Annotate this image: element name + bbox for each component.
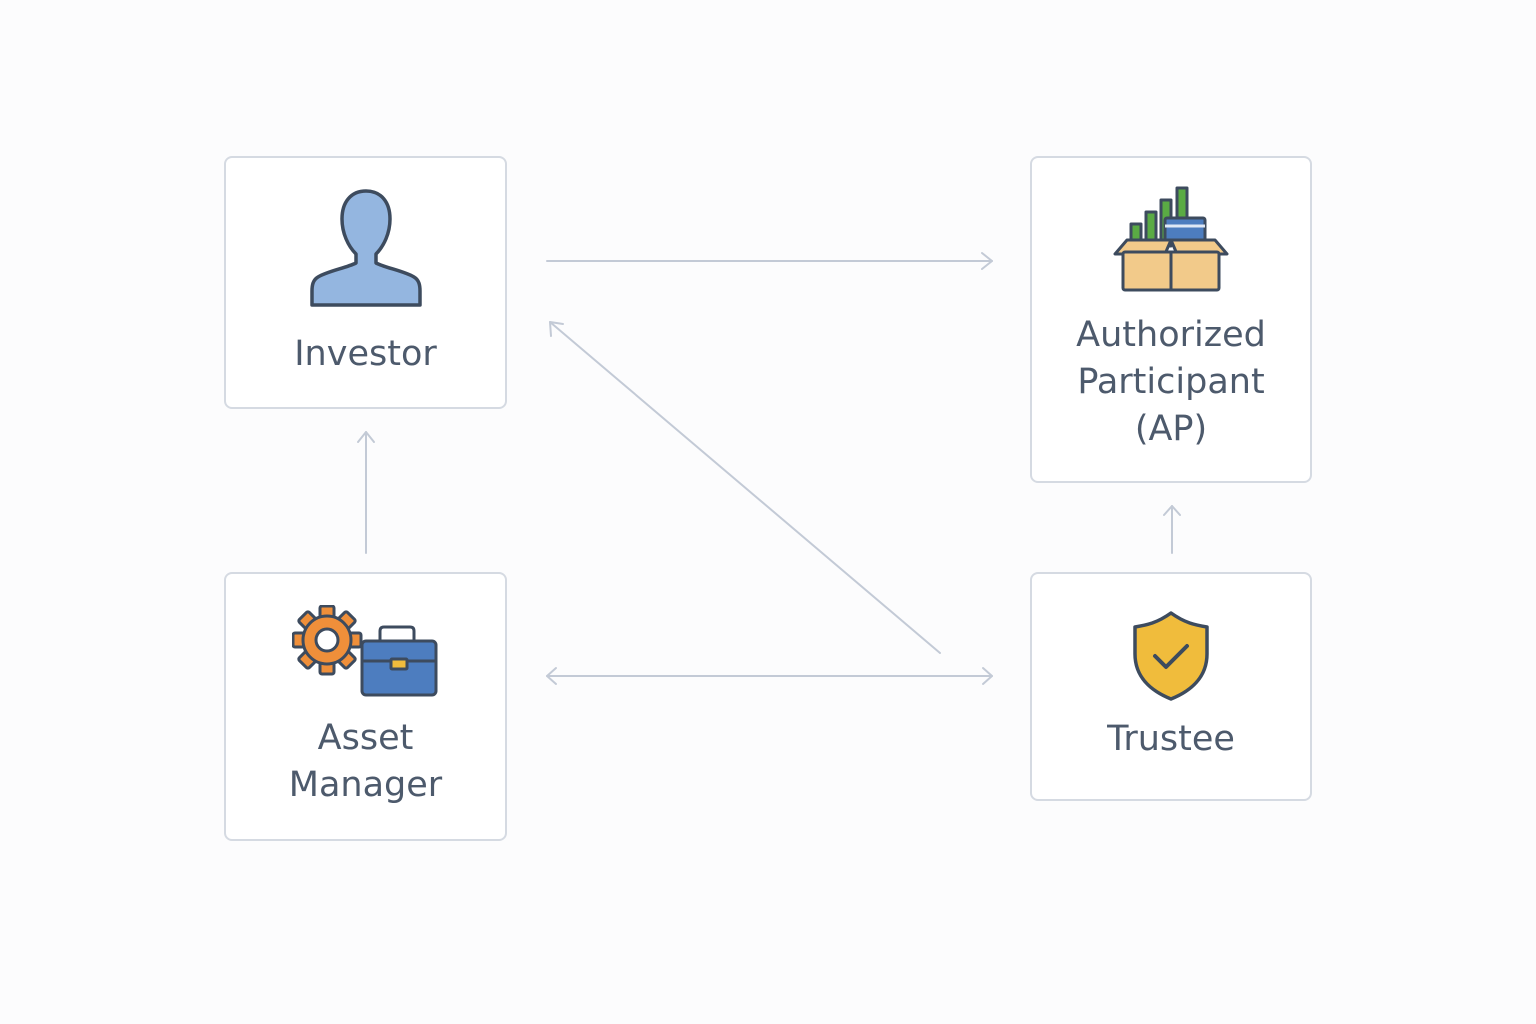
arrow-asset-manager-trustee — [546, 667, 993, 685]
authorized-participant-node[interactable]: Authorized Participant (AP) — [1030, 156, 1312, 483]
asset-manager-node[interactable]: Asset Manager — [224, 572, 507, 841]
arrow-trustee-to-investor — [549, 321, 941, 654]
briefcase-icon — [360, 625, 437, 696]
trustee-node[interactable]: Trustee — [1030, 572, 1312, 801]
arrow-investor-to-ap — [546, 252, 993, 270]
arrow-trustee-to-ap — [1163, 505, 1181, 554]
authorized-participant-label: Authorized Participant (AP) — [1076, 315, 1266, 449]
investor-label: Investor — [294, 334, 437, 374]
gear-icon — [291, 604, 362, 675]
gear-briefcase-icon — [291, 604, 437, 696]
arrow-asset-manager-to-investor — [357, 431, 375, 554]
open-box-chart-icon — [1113, 186, 1229, 292]
asset-manager-label: Asset Manager — [288, 717, 443, 805]
investor-node[interactable]: Investor — [224, 156, 507, 409]
shield-check-icon — [1133, 611, 1209, 701]
trustee-label: Trustee — [1107, 719, 1235, 759]
person-icon — [309, 189, 422, 307]
